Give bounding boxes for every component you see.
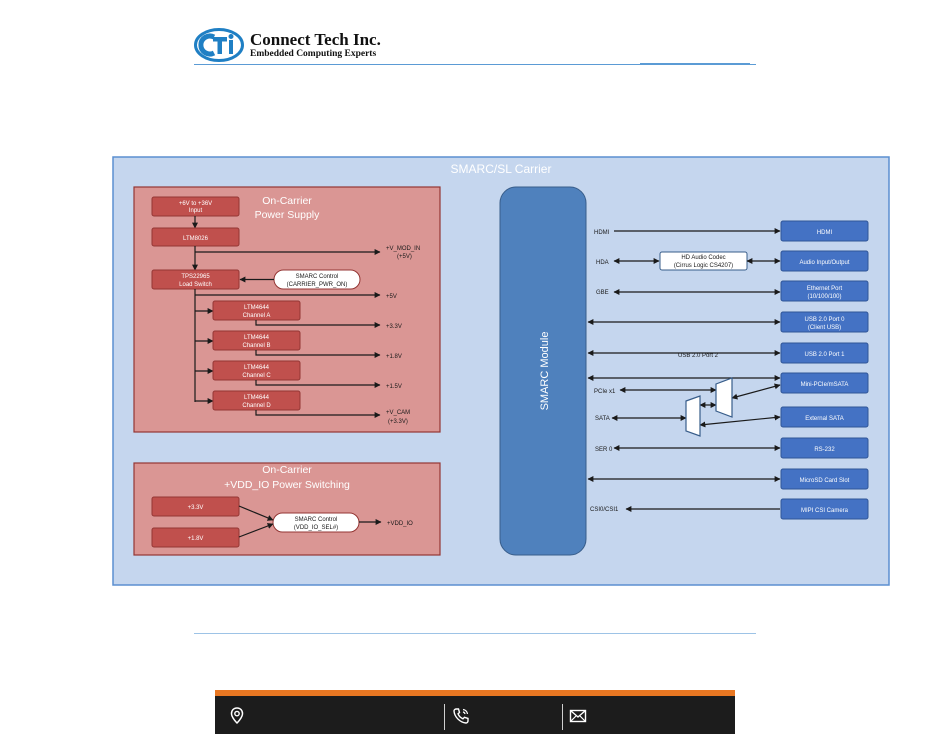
signal-pcie: PCIe x1 <box>594 389 616 395</box>
signal-ser0: SER 0 <box>595 447 613 453</box>
smarc-module-label: SMARC Module <box>539 332 551 411</box>
channel-a-label-2: Channel A <box>243 313 271 319</box>
channel-d-label-1: LTM4644 <box>244 395 270 401</box>
phone-icon <box>453 708 469 724</box>
signal-csi: CSI0/CSI1 <box>590 507 619 513</box>
channel-b-label-1: LTM4644 <box>244 335 270 341</box>
vdd-io-title-1: On-Carrier <box>262 464 312 476</box>
rail-v-mod-in: +V_MOD_IN <box>386 246 420 252</box>
rail-v-mod-in-2: (+5V) <box>397 254 412 260</box>
output-minipcie-label: Mini-PCIe/mSATA <box>801 382 849 388</box>
power-supply-title-2: Power Supply <box>255 209 321 221</box>
footer-rule <box>194 633 756 634</box>
rail-5v: +5V <box>386 294 397 300</box>
contact-footer <box>215 690 735 734</box>
ltm8026-label: LTM8026 <box>183 236 209 242</box>
channel-a-label-1: LTM4644 <box>244 305 270 311</box>
output-microsd-label: MicroSD Card Slot <box>800 478 850 484</box>
carrier-pwr-control-2: (CARRIER_PWR_ON) <box>287 282 348 288</box>
output-microsd <box>780 468 869 490</box>
output-esata-label: External SATA <box>805 416 843 422</box>
rail-v-cam-2: (+3.3V) <box>388 419 408 425</box>
vdd-in-1v8-block <box>151 527 240 548</box>
location-pin-icon <box>230 707 244 725</box>
header-rule-accent <box>640 63 750 64</box>
output-rs232-label: RS-232 <box>814 447 835 453</box>
header-rule <box>194 64 756 65</box>
channel-c-label-1: LTM4644 <box>244 365 270 371</box>
channel-b-label-2: Channel B <box>242 343 270 349</box>
power-supply-title-1: On-Carrier <box>262 195 312 207</box>
vdd-in-1v8-label: +1.8V <box>188 536 204 542</box>
vdd-io-out: +VDD_IO <box>387 521 413 527</box>
company-tagline: Embedded Computing Experts <box>250 49 377 59</box>
input-label-2: Input <box>189 208 203 214</box>
output-ethernet-label-2: (10/100/100) <box>807 294 841 300</box>
audio-codec-label-1: HD Audio Codec <box>681 255 725 261</box>
output-minipcie <box>780 372 869 394</box>
load-switch-label-2: Load Switch <box>179 282 212 288</box>
rail-3v3: +3.3V <box>386 324 402 330</box>
output-esata <box>780 406 869 428</box>
audio-codec-label-2: (Cirrus Logic CS4207) <box>674 263 733 269</box>
output-ethernet-label-1: Ethernet Port <box>807 286 843 292</box>
footer-divider <box>444 704 445 730</box>
output-usb0-label-2: (Client USB) <box>808 325 841 331</box>
signal-gbe: GBE <box>596 290 609 296</box>
channel-d-label-2: Channel D <box>242 403 271 409</box>
smarc-module <box>499 186 587 556</box>
output-hdmi <box>780 220 869 242</box>
envelope-icon <box>569 709 587 723</box>
signal-hda: HDA <box>596 260 609 266</box>
signal-usb-port2: USB 2.0 Port 2 <box>678 353 719 359</box>
vdd-io-title-2: +VDD_IO Power Switching <box>224 479 350 491</box>
carrier-pwr-control-1: SMARC Control <box>296 274 339 280</box>
company-name: Connect Tech Inc. <box>250 30 381 49</box>
signal-hdmi: HDMI <box>594 230 610 236</box>
output-audio-label: Audio Input/Output <box>799 260 849 266</box>
output-rs232 <box>780 437 869 459</box>
vdd-in-3v3-label: +3.3V <box>188 505 204 511</box>
output-usb0-label-1: USB 2.0 Port 0 <box>804 317 845 323</box>
output-ethernet <box>780 280 869 302</box>
output-usb1-label: USB 2.0 Port 1 <box>804 352 845 358</box>
rail-v-cam: +V_CAM <box>386 410 410 416</box>
output-mipi-label: MIPI CSI Camera <box>801 508 849 514</box>
pcie-sata-mux-1 <box>715 377 733 418</box>
input-label-1: +6V to +36V <box>179 201 212 207</box>
output-hdmi-label: HDMI <box>817 230 833 236</box>
vdd-io-control-2: (VDD_IO_SEL#) <box>294 525 338 531</box>
rail-1v8: +1.8V <box>386 354 402 360</box>
rail-1v5: +1.5V <box>386 384 402 390</box>
load-switch-label-1: TPS22965 <box>181 274 210 280</box>
vdd-io-control-1: SMARC Control <box>295 517 338 523</box>
output-usb0 <box>780 311 869 333</box>
channel-c-label-2: Channel C <box>242 373 271 379</box>
output-audio <box>780 250 869 272</box>
output-mipi <box>780 498 869 520</box>
signal-sata: SATA <box>595 416 610 422</box>
footer-divider <box>562 704 563 730</box>
cti-logo-icon <box>194 28 244 62</box>
output-usb1 <box>780 342 869 364</box>
carrier-title: SMARC/SL Carrier <box>451 162 552 176</box>
pcie-sata-mux-2 <box>685 395 701 437</box>
